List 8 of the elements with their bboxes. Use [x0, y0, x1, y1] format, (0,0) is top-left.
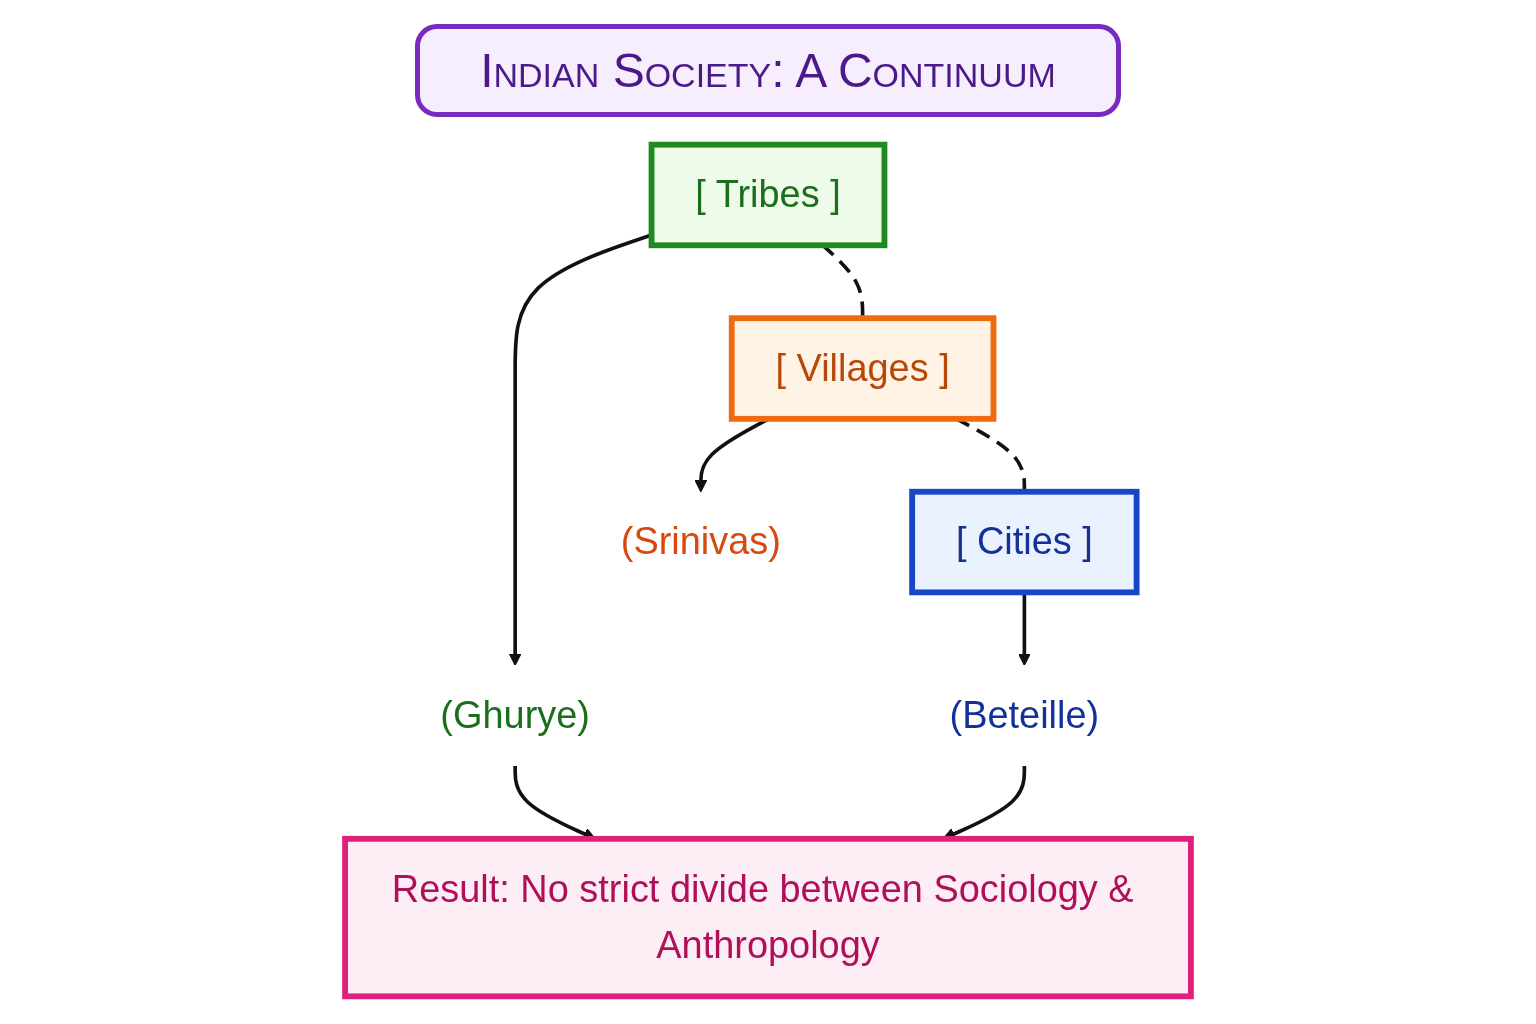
- title-banner: Indian Society: A Continuum: [415, 24, 1121, 117]
- node-box: [ Tribes ]: [648, 141, 888, 249]
- node-box: Result: No strict divide between Sociology & Anthropology: [342, 835, 1194, 1000]
- node-box: [ Cities ]: [909, 488, 1140, 596]
- node-box: [ Villages ]: [728, 315, 997, 422]
- node-text: (Beteille): [949, 693, 1100, 737]
- node-text: (Ghurye): [440, 693, 590, 737]
- node-text: (Srinivas): [620, 519, 781, 564]
